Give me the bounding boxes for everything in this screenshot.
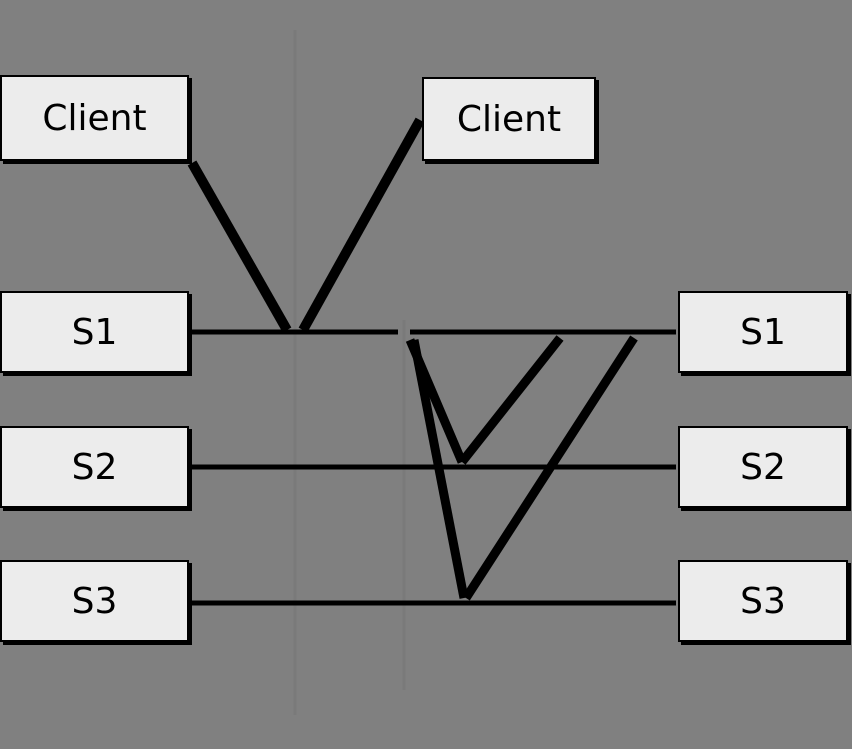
client-left-request-arrow: [187, 160, 292, 333]
server-s2-left-label: S2: [71, 446, 118, 488]
server-box-s2-right: S2: [678, 426, 848, 508]
s2-ack-arrow: [458, 335, 564, 465]
client-box-left: Client: [0, 75, 189, 161]
server-box-s1-left: S1: [0, 291, 189, 373]
bottom-label: [435, 690, 655, 720]
server-s3-right-label: S3: [740, 580, 786, 622]
server-s3-left-label: S3: [71, 580, 118, 622]
s3-ack-arrow: [462, 335, 638, 601]
server-box-s3-left: S3: [0, 560, 189, 642]
server-s1-left-label: S1: [71, 311, 118, 353]
server-s1-right-label: S1: [740, 311, 786, 353]
server-box-s2-left: S2: [0, 426, 189, 508]
client-box-right: Client: [422, 77, 596, 161]
s1-to-s3-arrow: [409, 339, 469, 599]
client-box-left-label: Client: [42, 97, 147, 139]
server-s2-right-label: S2: [740, 446, 786, 488]
top-right-label: [320, 20, 375, 48]
client-right-reply-arrow: [298, 117, 425, 333]
client-box-right-label: Client: [456, 98, 562, 140]
server-box-s1-right: S1: [678, 291, 848, 373]
top-left-label: [218, 20, 278, 48]
server-box-s3-right: S3: [678, 560, 848, 642]
